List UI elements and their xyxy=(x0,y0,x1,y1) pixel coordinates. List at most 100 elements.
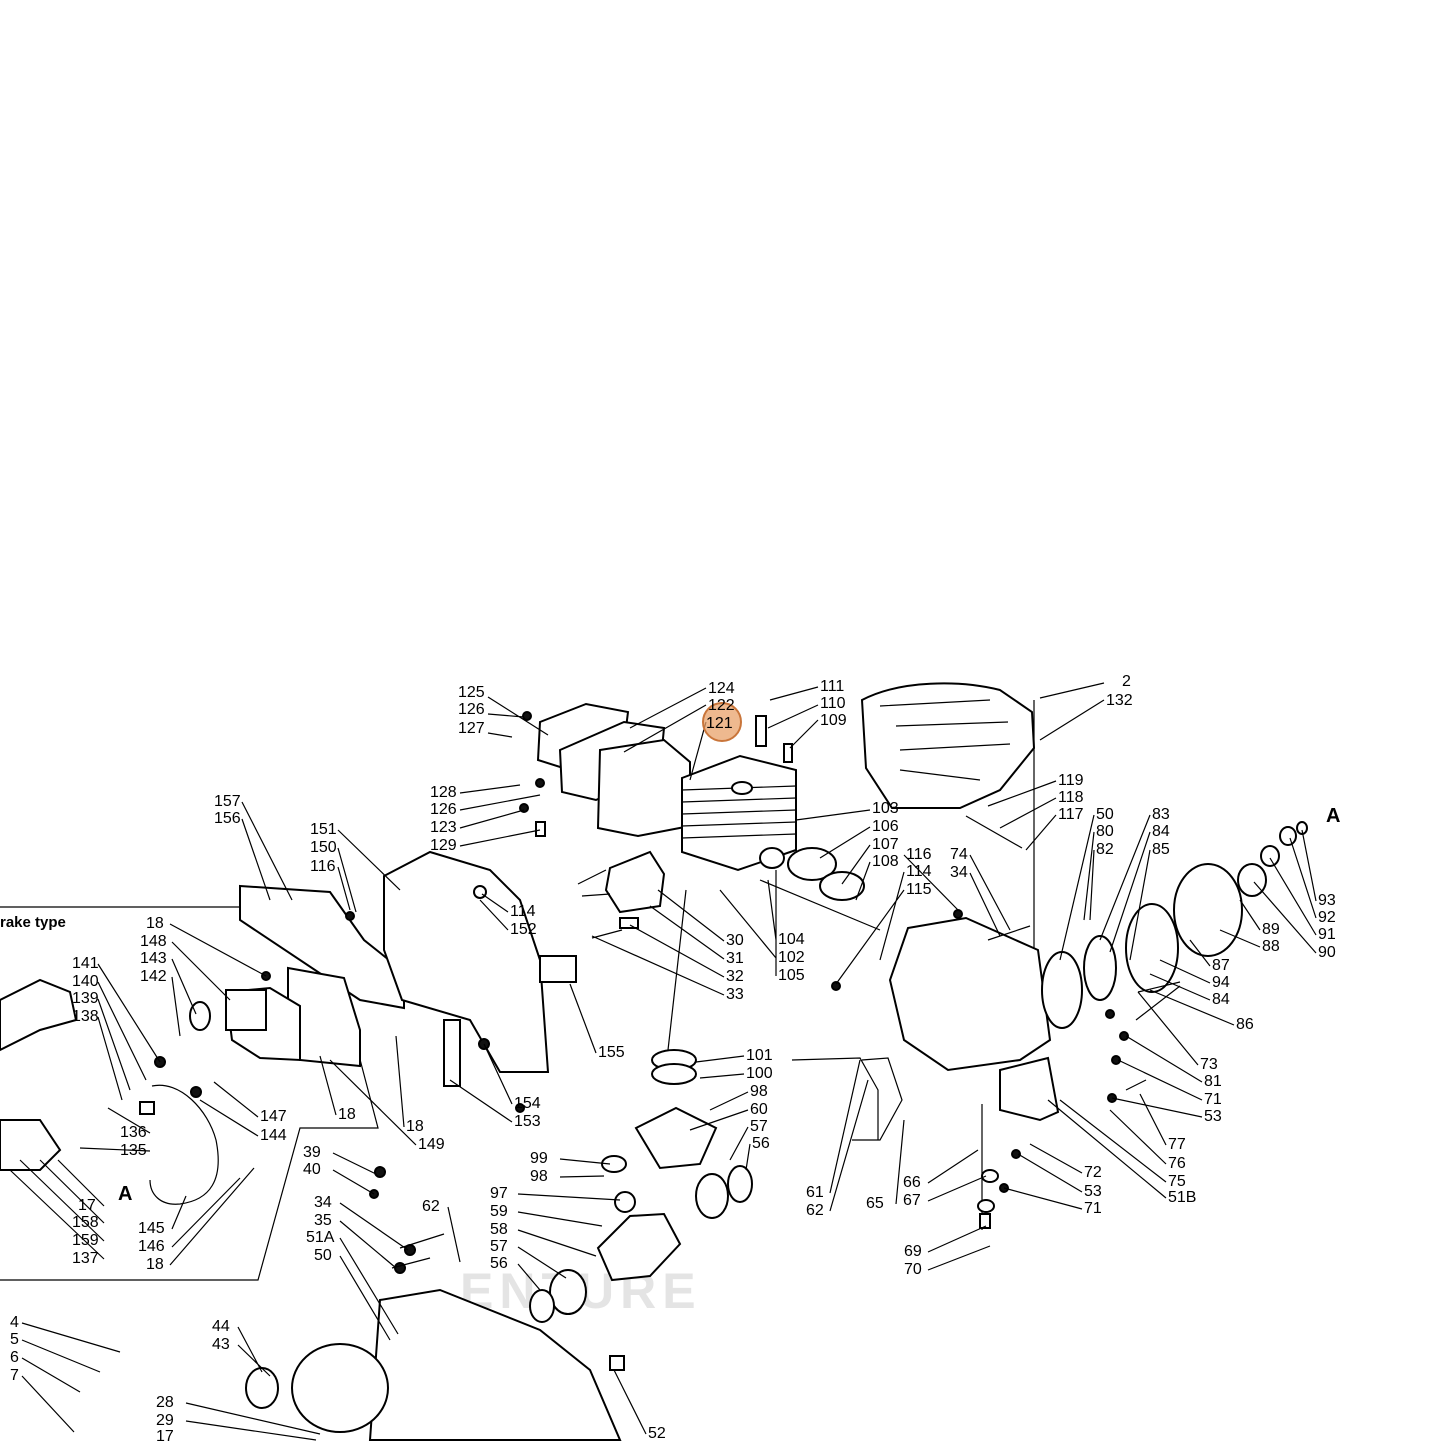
part-label-99[interactable]: 99 xyxy=(530,1150,548,1167)
part-label-106[interactable]: 106 xyxy=(872,818,899,835)
part-label-118[interactable]: 118 xyxy=(1058,789,1084,806)
part-label-149[interactable]: 149 xyxy=(418,1136,445,1153)
part-label-104[interactable]: 104 xyxy=(778,931,805,948)
part-label-92[interactable]: 92 xyxy=(1318,909,1336,926)
part-label-84[interactable]: 84 xyxy=(1152,823,1170,840)
part-label-146[interactable]: 146 xyxy=(138,1238,165,1255)
part-label-56[interactable]: 56 xyxy=(752,1135,770,1152)
part-label-84[interactable]: 84 xyxy=(1212,991,1230,1008)
part-label-155[interactable]: 155 xyxy=(598,1044,625,1061)
part-label-126[interactable]: 126 xyxy=(430,801,457,818)
part-label-136[interactable]: 136 xyxy=(120,1124,147,1141)
part-label-57[interactable]: 57 xyxy=(750,1118,768,1135)
part-label-33[interactable]: 33 xyxy=(726,986,744,1003)
part-label-83[interactable]: 83 xyxy=(1152,806,1170,823)
part-label-128[interactable]: 128 xyxy=(430,784,457,801)
part-label-71[interactable]: 71 xyxy=(1084,1200,1102,1217)
part-label-107[interactable]: 107 xyxy=(872,836,899,853)
part-label-144[interactable]: 144 xyxy=(260,1127,287,1144)
part-label-125[interactable]: 125 xyxy=(458,684,485,701)
part-label-80[interactable]: 80 xyxy=(1096,823,1114,840)
part-label-129[interactable]: 129 xyxy=(430,837,457,854)
part-label-93[interactable]: 93 xyxy=(1318,892,1336,909)
part-label-119[interactable]: 119 xyxy=(1058,772,1084,789)
part-label-66[interactable]: 66 xyxy=(903,1174,921,1191)
part-label-127[interactable]: 127 xyxy=(458,720,485,737)
part-label-89[interactable]: 89 xyxy=(1262,921,1280,938)
part-label-53[interactable]: 53 xyxy=(1084,1183,1102,1200)
part-label-140[interactable]: 140 xyxy=(72,973,99,990)
part-label-101[interactable]: 101 xyxy=(746,1047,773,1064)
part-label-50[interactable]: 50 xyxy=(1096,806,1114,823)
part-label-18[interactable]: 18 xyxy=(406,1118,424,1135)
part-label-116[interactable]: 116 xyxy=(906,846,932,863)
part-label-156[interactable]: 156 xyxy=(214,810,241,827)
part-label-114[interactable]: 114 xyxy=(510,903,536,920)
part-label-117[interactable]: 117 xyxy=(1058,806,1084,823)
part-label-32[interactable]: 32 xyxy=(726,968,744,985)
part-label-75[interactable]: 75 xyxy=(1168,1173,1186,1190)
part-label-102[interactable]: 102 xyxy=(778,949,805,966)
part-label-86[interactable]: 86 xyxy=(1236,1016,1254,1033)
part-label-138[interactable]: 138 xyxy=(72,1008,99,1025)
part-label-56[interactable]: 56 xyxy=(490,1255,508,1272)
part-label-34[interactable]: 34 xyxy=(950,864,968,881)
part-label-51a[interactable]: 51A xyxy=(306,1229,335,1246)
part-label-18[interactable]: 18 xyxy=(146,1256,164,1273)
part-label-121[interactable]: 121 xyxy=(706,715,733,732)
part-label-17[interactable]: 17 xyxy=(78,1197,96,1214)
part-label-50[interactable]: 50 xyxy=(314,1247,332,1264)
part-label-4[interactable]: 4 xyxy=(10,1314,19,1331)
part-label-39[interactable]: 39 xyxy=(303,1144,321,1161)
part-label-18[interactable]: 18 xyxy=(338,1106,356,1123)
part-label-90[interactable]: 90 xyxy=(1318,944,1336,961)
part-label-81[interactable]: 81 xyxy=(1204,1073,1222,1090)
part-label-115[interactable]: 115 xyxy=(906,881,932,898)
part-label-109[interactable]: 109 xyxy=(820,712,847,729)
part-label-126[interactable]: 126 xyxy=(458,701,485,718)
part-label-100[interactable]: 100 xyxy=(746,1065,773,1082)
part-label-154[interactable]: 154 xyxy=(514,1095,541,1112)
part-label-71[interactable]: 71 xyxy=(1204,1091,1222,1108)
part-label-105[interactable]: 105 xyxy=(778,967,805,984)
part-label-98[interactable]: 98 xyxy=(750,1083,768,1100)
part-label-91[interactable]: 91 xyxy=(1318,926,1336,943)
part-label-88[interactable]: 88 xyxy=(1262,938,1280,955)
part-label-87[interactable]: 87 xyxy=(1212,957,1230,974)
part-label-157[interactable]: 157 xyxy=(214,793,241,810)
part-label-85[interactable]: 85 xyxy=(1152,841,1170,858)
part-label-77[interactable]: 77 xyxy=(1168,1136,1186,1153)
part-label-62[interactable]: 62 xyxy=(422,1198,440,1215)
part-label-30[interactable]: 30 xyxy=(726,932,744,949)
part-label-72[interactable]: 72 xyxy=(1084,1164,1102,1181)
part-label-151[interactable]: 151 xyxy=(310,821,337,838)
part-label-97[interactable]: 97 xyxy=(490,1185,508,1202)
part-label-74[interactable]: 74 xyxy=(950,846,968,863)
part-label-5[interactable]: 5 xyxy=(10,1331,19,1348)
part-label-153[interactable]: 153 xyxy=(514,1113,541,1130)
part-label-57[interactable]: 57 xyxy=(490,1238,508,1255)
part-label-70[interactable]: 70 xyxy=(904,1261,922,1278)
part-label-103[interactable]: 103 xyxy=(872,800,899,817)
part-label-67[interactable]: 67 xyxy=(903,1192,921,1209)
part-label-137[interactable]: 137 xyxy=(72,1250,99,1267)
part-label-94[interactable]: 94 xyxy=(1212,974,1230,991)
part-label-7[interactable]: 7 xyxy=(10,1367,19,1384)
part-label-34[interactable]: 34 xyxy=(314,1194,332,1211)
part-label-29[interactable]: 29 xyxy=(156,1412,174,1429)
part-label-61[interactable]: 61 xyxy=(806,1184,824,1201)
part-label-116[interactable]: 116 xyxy=(310,858,336,875)
part-label-132[interactable]: 132 xyxy=(1106,692,1133,709)
part-label-53[interactable]: 53 xyxy=(1204,1108,1222,1125)
part-label-82[interactable]: 82 xyxy=(1096,841,1114,858)
part-label-108[interactable]: 108 xyxy=(872,853,899,870)
part-label-98[interactable]: 98 xyxy=(530,1168,548,1185)
part-label-122[interactable]: 122 xyxy=(708,697,735,714)
part-label-65[interactable]: 65 xyxy=(866,1195,884,1212)
part-label-147[interactable]: 147 xyxy=(260,1108,287,1125)
part-label-135[interactable]: 135 xyxy=(120,1142,147,1159)
part-label-51b[interactable]: 51B xyxy=(1168,1189,1196,1206)
part-label-145[interactable]: 145 xyxy=(138,1220,165,1237)
part-label-43[interactable]: 43 xyxy=(212,1336,230,1353)
part-label-124[interactable]: 124 xyxy=(708,680,735,697)
